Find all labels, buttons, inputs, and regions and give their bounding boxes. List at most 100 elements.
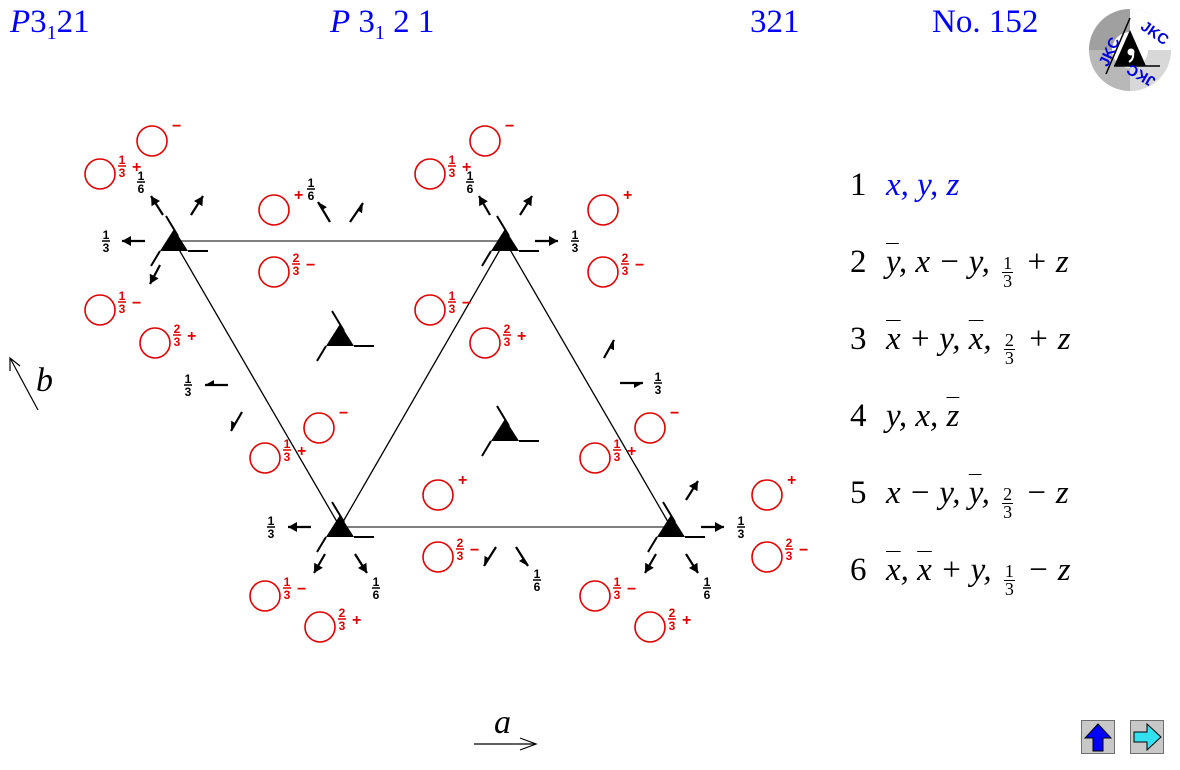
height-fraction: 16	[466, 169, 474, 196]
svg-text:3: 3	[457, 549, 464, 563]
svg-text:3: 3	[103, 241, 110, 255]
height-fraction: 13	[118, 153, 126, 180]
lattice-letter: P	[330, 4, 351, 40]
position-circle: −	[634, 405, 679, 444]
symbol-rest: 21	[56, 4, 90, 40]
position-circle: 23+	[634, 606, 691, 643]
svg-text:1: 1	[103, 228, 110, 242]
svg-text:1: 1	[373, 575, 380, 589]
svg-text:+: +	[297, 443, 306, 460]
twofold-axis-arrow	[313, 553, 326, 574]
height-fraction: 16	[307, 176, 315, 203]
height-fraction: 23	[456, 536, 464, 563]
screw-axis-3-1-symbol	[481, 405, 539, 457]
svg-text:3: 3	[119, 166, 126, 180]
twofold-axis-arrow: 16	[685, 553, 711, 602]
svg-text:−: −	[339, 405, 348, 422]
svg-text:6: 6	[308, 189, 315, 203]
height-fraction: 16	[533, 567, 541, 594]
svg-text:+: +	[294, 187, 303, 204]
svg-text:1: 1	[655, 370, 662, 384]
height-fraction: 16	[137, 169, 145, 196]
twofold-axis-arrow: 13	[701, 514, 745, 541]
svg-text:2: 2	[174, 322, 181, 336]
height-fraction: 23	[785, 536, 793, 563]
jkc-logo[interactable]: JKC JKC JKC	[1088, 8, 1172, 92]
position-circle: 13−	[84, 289, 141, 326]
svg-text:1: 1	[704, 575, 711, 589]
svg-text:1: 1	[308, 176, 315, 190]
symbol-base: 3	[30, 4, 47, 40]
operation-number: 4	[850, 398, 867, 434]
svg-text:1: 1	[449, 153, 456, 167]
general-positions: −13+13−23++23−−13++23−13−23+−13+−13++23−…	[84, 118, 808, 643]
svg-text:−: −	[505, 118, 514, 135]
svg-text:+: +	[352, 612, 361, 629]
svg-text:3: 3	[293, 264, 300, 278]
operation-number: 6	[850, 552, 867, 588]
svg-text:−: −	[670, 405, 679, 422]
height-fraction: 23	[621, 251, 629, 278]
twofold-axis-arrow: 13	[267, 514, 311, 541]
svg-text:1: 1	[268, 514, 275, 528]
height-fraction: 13	[737, 514, 745, 541]
svg-text:6: 6	[373, 588, 380, 602]
svg-text:1: 1	[467, 169, 474, 183]
svg-text:6: 6	[138, 182, 145, 196]
svg-text:1: 1	[119, 289, 126, 303]
height-fraction: 13	[184, 372, 192, 399]
operation-number: 5	[850, 475, 867, 511]
svg-text:+: +	[787, 472, 796, 489]
position-circle: 23+	[139, 322, 196, 359]
svg-text:3: 3	[504, 335, 511, 349]
svg-text:6: 6	[534, 580, 541, 594]
position-circle: −	[303, 405, 348, 444]
position-circle: +	[587, 187, 632, 226]
symbol-subscript: 1	[374, 22, 385, 44]
nav-up-button[interactable]	[1081, 720, 1115, 754]
b-axis-arrow	[9, 356, 39, 411]
svg-text:+: +	[627, 443, 636, 460]
svg-text:1: 1	[738, 514, 745, 528]
position-circle: 23−	[258, 251, 315, 288]
svg-text:3: 3	[449, 302, 456, 316]
symbol-subscript: 1	[46, 22, 57, 44]
screw-axis-3-1-symbol	[316, 501, 374, 553]
svg-text:−: −	[297, 581, 306, 598]
operation-number: 2	[850, 244, 867, 280]
svg-text:+: +	[682, 612, 691, 629]
svg-text:+: +	[458, 472, 467, 489]
svg-text:3: 3	[786, 549, 793, 563]
height-fraction: 13	[102, 228, 110, 255]
twofold-axis-arrow	[603, 339, 615, 359]
twofold-axis-arrow: 16	[307, 176, 331, 223]
svg-text:+: +	[517, 328, 526, 345]
svg-text:3: 3	[174, 335, 181, 349]
twofold-axis-arrow	[190, 195, 204, 216]
position-circle: 13−	[414, 289, 471, 326]
svg-text:1: 1	[185, 372, 192, 386]
position-circle: −	[469, 118, 514, 157]
position-circle: 13+	[414, 153, 471, 190]
twofold-axis-arrow	[519, 195, 533, 216]
position-circle: −	[136, 118, 181, 157]
height-fraction: 13	[448, 289, 456, 316]
svg-text:6: 6	[467, 182, 474, 196]
twofold-axis-arrow	[483, 546, 497, 567]
up-arrow-icon	[1083, 723, 1113, 752]
svg-text:6: 6	[704, 588, 711, 602]
position-circle: 23+	[304, 606, 361, 643]
nav-next-button[interactable]	[1130, 720, 1164, 754]
operation-number: 3	[850, 321, 867, 357]
b-axis-label: b	[36, 362, 53, 399]
